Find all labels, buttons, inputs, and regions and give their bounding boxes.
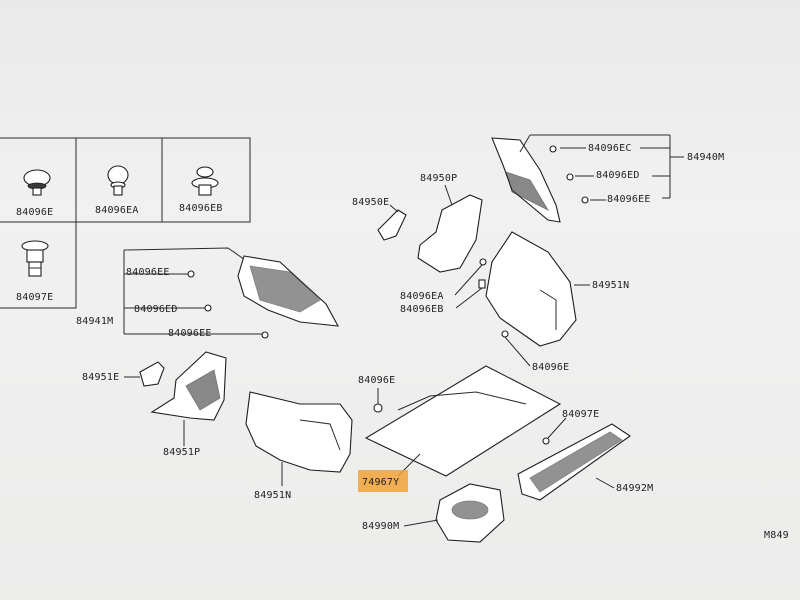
- part-84950e: [377, 204, 407, 241]
- part-84951n-right: [485, 231, 590, 367]
- label-84096ea: 84096EA: [400, 291, 444, 302]
- clip-84096ec-icon: [549, 145, 557, 153]
- part-84990m: [403, 483, 505, 543]
- clip-label-84096ea: 84096EA: [95, 205, 139, 216]
- part-84941m: [123, 247, 339, 339]
- label-84096ee-left2: 84096EE: [168, 328, 212, 339]
- label-84950p: 84950P: [420, 173, 457, 184]
- label-84096e-mid: 84096E: [358, 375, 395, 386]
- highlight-74967y: [358, 470, 408, 492]
- label-corner-ref: M849: [764, 530, 789, 541]
- label-84096ec: 84096EC: [588, 143, 632, 154]
- label-84096e-right: 84096E: [532, 362, 569, 373]
- label-84951p: 84951P: [163, 447, 200, 458]
- label-84096ee-left: 84096EE: [126, 267, 170, 278]
- clip-84096ed-icon: [566, 173, 574, 181]
- label-84941m: 84941M: [76, 316, 113, 327]
- label-84951n: 84951N: [592, 280, 629, 291]
- part-84951n-bottom: [245, 391, 353, 486]
- clip-84096eb-icon: [191, 166, 219, 196]
- label-84940m: 84940M: [687, 152, 724, 163]
- clip-label-84096eb: 84096EB: [179, 203, 223, 214]
- part-84951p: [150, 351, 227, 446]
- clip-label-84097e: 84097E: [16, 292, 53, 303]
- part-84940m-group: [491, 134, 684, 223]
- label-74967y: 74967Y: [362, 477, 399, 488]
- clip-84096ea-icon: [107, 165, 129, 196]
- middle-clips: [454, 258, 487, 309]
- label-84097e: 84097E: [562, 409, 599, 420]
- part-84951e: [124, 361, 165, 387]
- label-84096eb: 84096EB: [400, 304, 444, 315]
- label-84951e: 84951E: [82, 372, 119, 383]
- clip-84097e-right: [542, 417, 567, 445]
- clips-reference-box: 84096E 84096EA 84096EB 84097E: [0, 137, 251, 309]
- label-84096ed-left: 84096ED: [134, 304, 178, 315]
- label-84950e: 84950E: [352, 197, 389, 208]
- clip-84096ee-icon: [581, 196, 589, 204]
- label-84096ee-top: 84096EE: [607, 194, 651, 205]
- label-84992m: 84992M: [616, 483, 653, 494]
- clip-84097e-icon: [21, 240, 49, 277]
- label-84990m: 84990M: [362, 521, 399, 532]
- mid-clip-84096e: [373, 388, 383, 413]
- clip-84096e-icon: [23, 169, 51, 196]
- part-84950p: [417, 184, 483, 273]
- label-84096ed-top: 84096ED: [596, 170, 640, 181]
- clip-label-84096e: 84096E: [16, 207, 53, 218]
- part-84992m: [517, 423, 631, 501]
- label-84951n-bottom: 84951N: [254, 490, 291, 501]
